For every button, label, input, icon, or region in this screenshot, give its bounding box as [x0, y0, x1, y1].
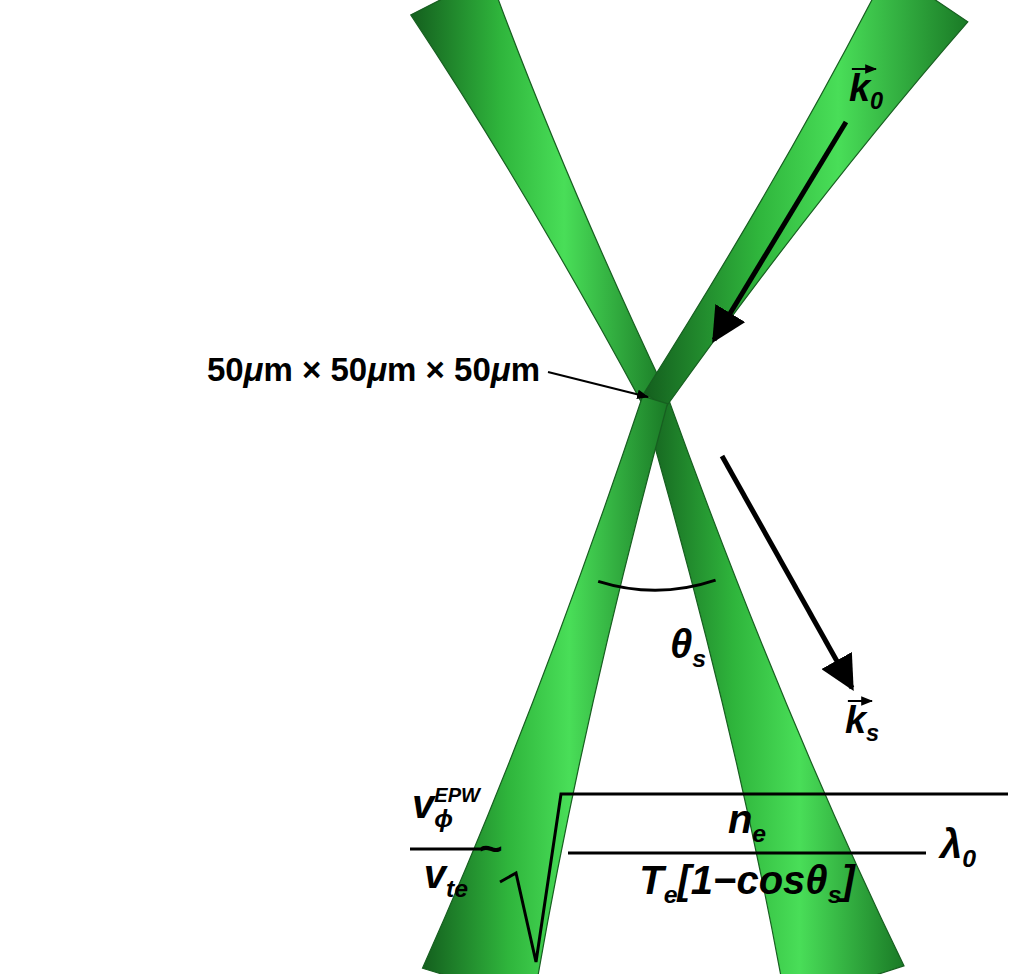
leader-line [548, 372, 648, 397]
radical-sign [500, 794, 1008, 962]
laser-beam [411, 0, 667, 406]
text-part: k [849, 68, 870, 110]
text-part: T [639, 858, 663, 902]
text-part: 50 [207, 352, 244, 388]
laser-beam [422, 396, 667, 974]
formula-term: Te[1−cosθs] [639, 858, 855, 902]
fraction-bar [568, 852, 926, 855]
text-part: v [412, 782, 434, 826]
dimension-label: 50 μm × 50 μm × 50 μm [207, 352, 540, 388]
wave-vector-arrow [722, 456, 852, 688]
wave-vector-arrow [714, 122, 846, 340]
laser-beam [643, 396, 904, 974]
wave-vector-label: ks [845, 700, 879, 742]
text-part: te [446, 875, 468, 902]
text-part: m × 50 [387, 352, 491, 388]
text-part: v [424, 852, 446, 896]
text-part: m × 50 [264, 352, 368, 388]
text-part: 0 [870, 89, 883, 115]
fraction-bar [410, 848, 482, 851]
text-part: λ [940, 822, 962, 866]
formula-term: vte [424, 852, 468, 896]
text-part: ~ [479, 826, 502, 870]
wave-vector-label: k0 [849, 68, 883, 110]
angle-label: θs [670, 622, 706, 666]
laser-beam [644, 0, 968, 407]
text-part: EPW [434, 784, 480, 806]
text-part: s [828, 881, 842, 908]
text-part: e [664, 881, 678, 908]
formula-symbol: ~ [479, 826, 502, 870]
text-part: k [845, 700, 866, 742]
formula-term: λ0 [940, 822, 976, 866]
text-part: ] [841, 858, 854, 902]
text-part: [1−cosθ [677, 858, 827, 902]
text-part: μ [367, 352, 387, 388]
text-part: s [866, 721, 879, 747]
angle-arc [598, 580, 715, 590]
text-part: 0 [962, 845, 976, 872]
formula-term: vϕEPW [412, 782, 480, 826]
text-part: ϕ [434, 805, 453, 832]
text-part: μ [244, 352, 264, 388]
text-part: e [752, 820, 766, 847]
text-part: μ [491, 352, 511, 388]
text-part: n [728, 797, 752, 841]
text-part: m [511, 352, 540, 388]
formula-term: ne [728, 797, 766, 841]
text-part: s [692, 645, 706, 672]
text-part: θ [670, 622, 692, 666]
